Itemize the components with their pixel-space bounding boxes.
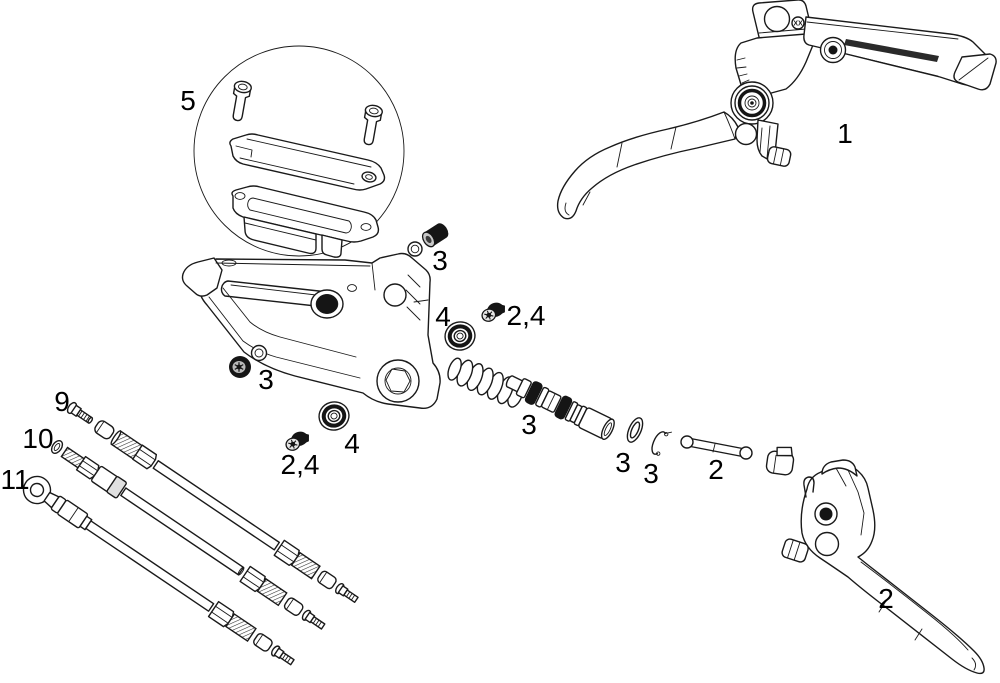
- callout-3-piston: 3: [521, 409, 537, 440]
- hose-10: [50, 439, 326, 630]
- callout-3-washer: 3: [615, 447, 631, 478]
- brand-logo-text: XX: [793, 21, 803, 28]
- cam-insert: [765, 446, 795, 476]
- bearing-screw-lower: [285, 431, 309, 451]
- callout-4-lower: 4: [344, 428, 360, 459]
- bearing-screw-upper: [481, 302, 505, 322]
- hose-11: [22, 475, 295, 666]
- callout-10: 10: [22, 423, 53, 454]
- cover-screw-icon: [232, 80, 252, 122]
- callout-3-bushing: 3: [432, 245, 448, 276]
- master-piston: [505, 375, 615, 441]
- callout-24-lower: 2,4: [281, 449, 320, 480]
- pivot-bushing-and-washer: [407, 223, 449, 257]
- reservoir-cover-plate: [229, 133, 386, 191]
- callout-4-upper: 4: [435, 301, 451, 332]
- cover-screw-icon: [363, 104, 383, 146]
- reservoir-bladder: [231, 185, 380, 258]
- callout-3-setscrew: 3: [258, 364, 274, 395]
- callout-24-upper: 2,4: [507, 300, 546, 331]
- set-screw-and-washer: [229, 344, 268, 378]
- callout-1: 1: [837, 118, 853, 149]
- snap-ring: [651, 431, 672, 456]
- lever-blade: [781, 459, 985, 675]
- callout-9: 9: [54, 386, 70, 417]
- callout-5: 5: [180, 85, 196, 116]
- callout-3-snapring: 3: [643, 458, 659, 489]
- callout-11: 11: [0, 464, 29, 495]
- lever-assembly-complete: XX: [556, 0, 997, 220]
- cam-bearing-upper: [444, 321, 476, 351]
- cam-bearing-lower: [318, 401, 350, 431]
- callout-2-blade: 2: [878, 583, 894, 614]
- reservoir-cover-detail: [193, 45, 405, 258]
- push-rod: [680, 435, 753, 460]
- return-spring: [447, 357, 524, 408]
- callout-2-pushrod: 2: [708, 454, 724, 485]
- piston-washer: [626, 417, 644, 443]
- master-cylinder-body: [181, 252, 441, 409]
- hose-9: [66, 401, 359, 603]
- piston-and-spring: [447, 357, 615, 441]
